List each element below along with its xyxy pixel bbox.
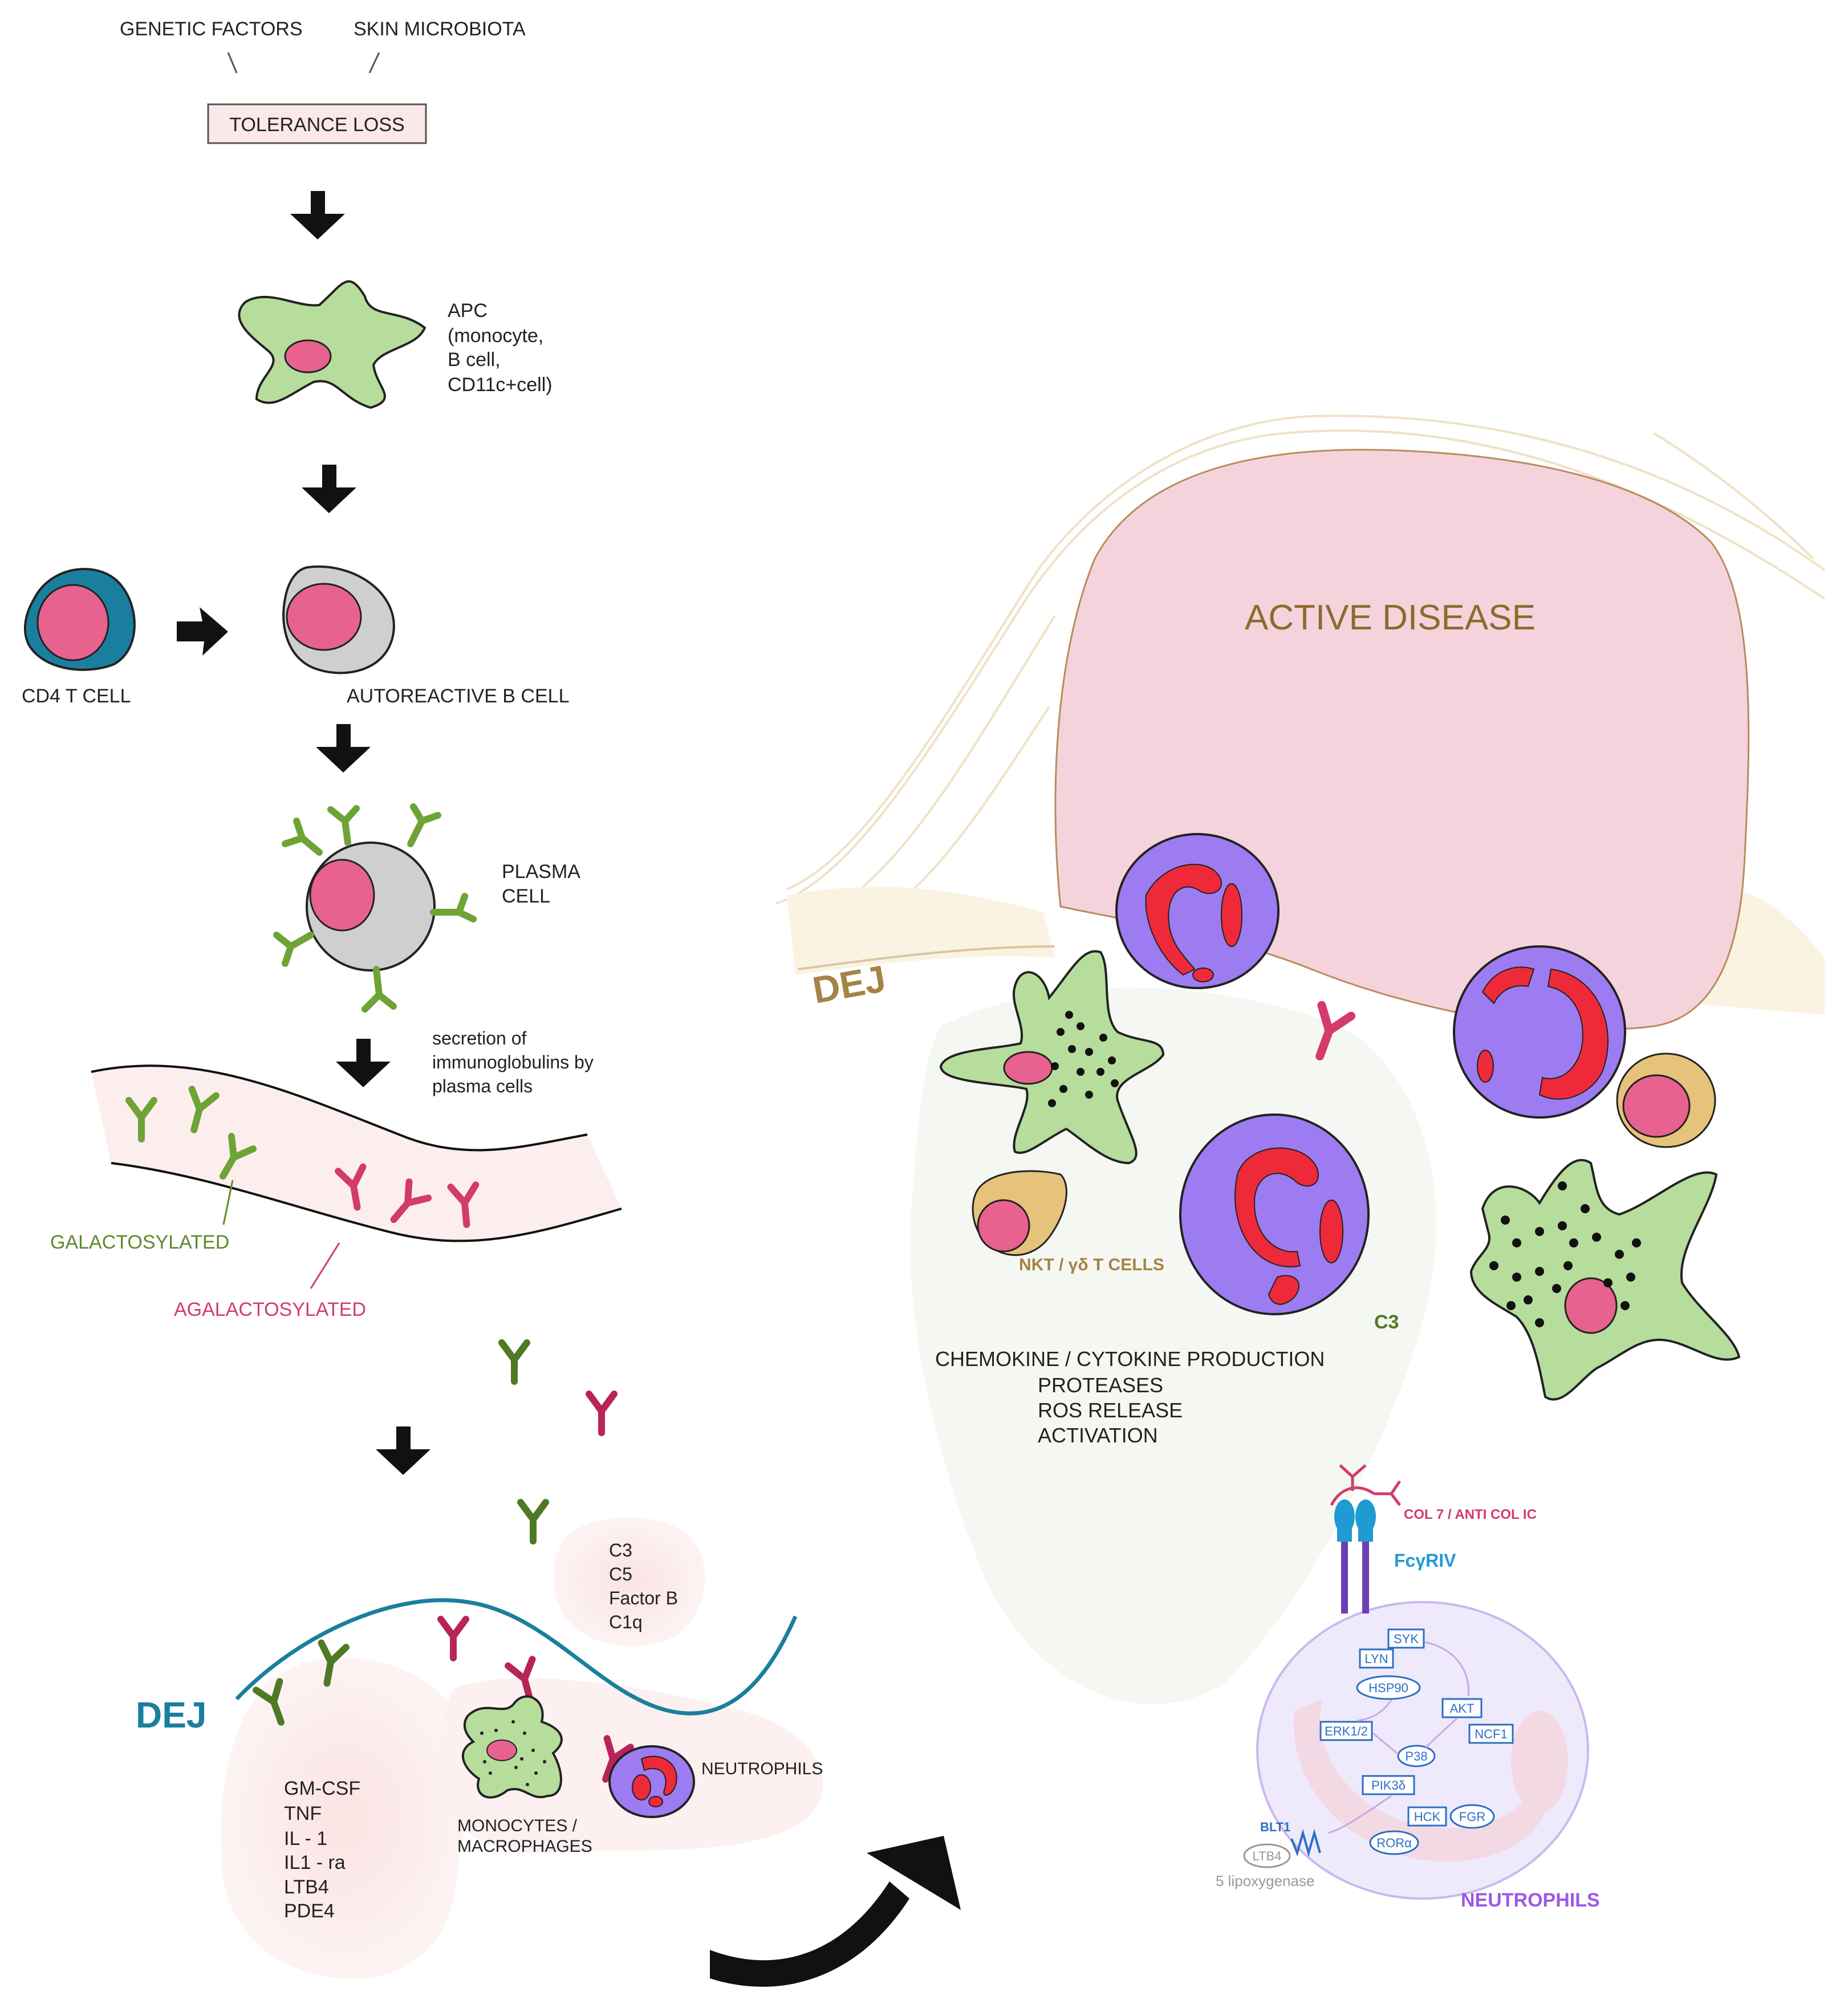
tolerance-loss-label: TOLERANCE LOSS bbox=[229, 114, 404, 136]
arrow-down-2 bbox=[302, 465, 356, 513]
neutrophil-cell-left bbox=[608, 1745, 695, 1818]
erk-node bbox=[1319, 1721, 1373, 1741]
col7-label: COL 7 / ANTI COL IC bbox=[1404, 1507, 1537, 1522]
neutrophil-nucleus-lobe-right bbox=[1511, 1710, 1568, 1813]
ncf1-label: NCF1 bbox=[1475, 1727, 1507, 1741]
cytokines-label: GM-CSF TNF IL - 1 IL1 - ra LTB4 PDE4 bbox=[284, 1778, 366, 1922]
blt1-label: BLT1 bbox=[1260, 1820, 1290, 1834]
ror-node bbox=[1369, 1830, 1419, 1855]
arrow-right bbox=[177, 607, 228, 656]
neutrophil-cell-right-1 bbox=[1115, 833, 1280, 989]
ltb4-node bbox=[1243, 1843, 1291, 1868]
agalactosylated-label: AGALACTOSYLATED bbox=[174, 1299, 366, 1320]
p38-label: P38 bbox=[1405, 1749, 1427, 1763]
active-disease-label: ACTIVE DISEASE bbox=[1245, 598, 1536, 637]
skin-microbiota-label: SKIN MICROBIOTA bbox=[354, 18, 526, 40]
pik3-label: PIK3δ bbox=[1371, 1778, 1406, 1793]
complement-label: C3 C5 Factor B C1q bbox=[609, 1540, 683, 1632]
pathway-arrows bbox=[1328, 1641, 1470, 1834]
galactosylated-antibody bbox=[521, 1502, 546, 1541]
secretion-label: secretion of immunoglobulins by plasma c… bbox=[432, 1028, 599, 1096]
akt-node bbox=[1441, 1698, 1483, 1718]
apc-cell-right-2 bbox=[1469, 1159, 1741, 1401]
dej-label-left: DEJ bbox=[136, 1694, 207, 1735]
complement-blob bbox=[554, 1517, 705, 1647]
hck-label: HCK bbox=[1414, 1810, 1441, 1824]
cd4-t-cell bbox=[24, 568, 136, 671]
fcgriv-label: FcγRIV bbox=[1394, 1550, 1456, 1571]
agalactosylated-antibody bbox=[589, 1394, 614, 1433]
apc-cell-right-1 bbox=[939, 950, 1165, 1165]
pik3-node bbox=[1362, 1775, 1415, 1795]
syk-node bbox=[1387, 1628, 1425, 1649]
genetic-connector bbox=[227, 52, 238, 74]
dej-line-right bbox=[798, 945, 1055, 970]
fgr-label: FGR bbox=[1459, 1810, 1485, 1824]
dermis-region bbox=[910, 987, 1436, 1705]
autoreactive-b-cell bbox=[282, 565, 395, 674]
syk-label: SYK bbox=[1394, 1632, 1419, 1646]
galactosylated-pointer bbox=[222, 1180, 234, 1225]
neutrophil-cell-right-2 bbox=[1453, 945, 1626, 1119]
apc-label: APC (monocyte, B cell, CD11c+cell) bbox=[448, 300, 553, 396]
agalactosylated-antibody bbox=[441, 1619, 466, 1658]
fgr-node bbox=[1449, 1804, 1495, 1829]
apc-cell bbox=[238, 280, 427, 409]
hck-node bbox=[1407, 1806, 1447, 1827]
cytokine-blob bbox=[221, 1657, 469, 1980]
neutrophil-nucleus-lobe bbox=[1293, 1699, 1545, 1862]
galactosylated-label: GALACTOSYLATED bbox=[50, 1231, 229, 1253]
p38-node bbox=[1397, 1745, 1436, 1767]
microbiota-connector bbox=[368, 52, 380, 74]
plasma-cell bbox=[273, 803, 477, 1013]
hsp90-label: HSP90 bbox=[1368, 1681, 1408, 1695]
neutrophil-cell-right-3 bbox=[1179, 1113, 1370, 1315]
c3-label-right: C3 bbox=[1374, 1311, 1399, 1333]
erk-label: ERK1/2 bbox=[1325, 1724, 1368, 1738]
transition-curved-arrow bbox=[710, 1836, 961, 1987]
lyn-node bbox=[1359, 1648, 1394, 1669]
monocytes-macrophages-label: MONOCYTES / MACROPHAGES bbox=[457, 1816, 592, 1856]
autoreactive-b-cell-label: AUTOREACTIVE B CELL bbox=[347, 685, 570, 707]
cd4-t-cell-label: CD4 T CELL bbox=[22, 685, 131, 707]
signaling-pathway: SYK LYN HSP90 AKT NCF1 ERK1/2 P38 PIK3δ … bbox=[1319, 1628, 1514, 1855]
lipoxygenase-label: 5 lipoxygenase bbox=[1216, 1872, 1314, 1889]
plasma-cell-label: PLASMA CELL bbox=[502, 861, 585, 907]
serum-band bbox=[91, 1064, 622, 1242]
nkt-cells-label: NKT / γδ T CELLS bbox=[1019, 1255, 1164, 1274]
neutrophils-label-left: NEUTROPHILS bbox=[701, 1759, 823, 1778]
monocyte-macrophage-cell bbox=[462, 1695, 563, 1799]
effects-label: CHEMOKINE / CYTOKINE PRODUCTION PROTEASE… bbox=[935, 1347, 1330, 1447]
col7-immune-complex bbox=[1330, 1464, 1402, 1506]
ltb4-label: LTB4 bbox=[1253, 1849, 1282, 1863]
genetic-factors-label: GENETIC FACTORS bbox=[120, 18, 303, 40]
akt-label: AKT bbox=[1450, 1701, 1475, 1716]
ror-label: RORα bbox=[1376, 1836, 1412, 1850]
nkt-cell bbox=[972, 1170, 1067, 1256]
neutrophils-label-right: NEUTROPHILS bbox=[1461, 1889, 1600, 1911]
t-cell-right bbox=[1616, 1052, 1716, 1148]
epidermis-fill bbox=[787, 887, 1055, 975]
dej-line-left bbox=[235, 1598, 798, 1716]
arrow-down-1 bbox=[290, 191, 345, 239]
arrow-down-3 bbox=[316, 724, 371, 773]
hsp90-node bbox=[1356, 1675, 1421, 1700]
ncf1-node bbox=[1468, 1724, 1514, 1744]
galactosylated-antibody bbox=[502, 1343, 527, 1381]
arrow-down-4 bbox=[336, 1039, 391, 1087]
blt1-receptor bbox=[1290, 1828, 1321, 1858]
fcgriv-receptor bbox=[1334, 1499, 1376, 1613]
tolerance-loss-box bbox=[207, 103, 427, 144]
agalactosylated-pointer bbox=[310, 1242, 340, 1289]
lyn-label: LYN bbox=[1364, 1652, 1388, 1666]
arrow-down-5 bbox=[376, 1426, 430, 1475]
